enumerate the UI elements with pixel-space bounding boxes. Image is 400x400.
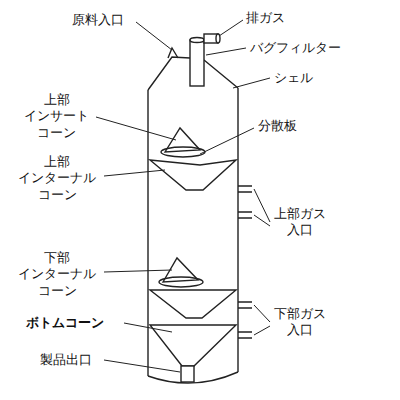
- leader-line: [104, 360, 180, 372]
- leader-line: [124, 323, 172, 332]
- bottom-cone: [150, 325, 236, 366]
- lower-internal-cone: [150, 290, 236, 318]
- part-label: 上部ガス 入口: [274, 206, 326, 239]
- part-label: バグフィルター: [250, 40, 341, 56]
- product-outlet: [181, 366, 194, 382]
- upper-gas-inlets: [238, 186, 252, 218]
- leader-line: [104, 170, 165, 176]
- part-label: 製品出口: [40, 352, 92, 368]
- part-label: 下部 インターナル コーン: [18, 250, 96, 299]
- leader-line: [96, 117, 176, 140]
- leader-line: [254, 326, 270, 335]
- dispersion-plate: [161, 147, 205, 157]
- leader-line: [254, 215, 270, 226]
- leader-line: [254, 305, 270, 322]
- part-label: 上部 インサート コーン: [24, 92, 89, 141]
- part-label: 原料入口: [72, 12, 124, 28]
- lower-dispersion-plate: [159, 277, 203, 287]
- part-label: 下部ガス 入口: [274, 306, 326, 339]
- upper-internal-cone: [150, 160, 236, 190]
- leader-lines: [96, 20, 270, 372]
- part-label: 排ガス: [246, 10, 285, 26]
- lower-gas-inlets: [238, 302, 252, 338]
- leader-line: [219, 20, 243, 36]
- leader-line: [233, 78, 270, 88]
- leader-line: [200, 128, 254, 154]
- shell: [148, 88, 238, 376]
- leader-line: [104, 270, 172, 272]
- bag-filter: [190, 40, 204, 86]
- part-label: 分散板: [258, 118, 297, 134]
- part-label: ボトムコーン: [26, 315, 104, 331]
- part-label: シェル: [274, 70, 313, 86]
- leader-line: [136, 22, 172, 50]
- leader-line: [206, 48, 246, 55]
- part-label: 上部 インターナル コーン: [18, 154, 96, 203]
- bag-filter-top: [190, 38, 204, 43]
- inlet-nozzle: [168, 48, 178, 58]
